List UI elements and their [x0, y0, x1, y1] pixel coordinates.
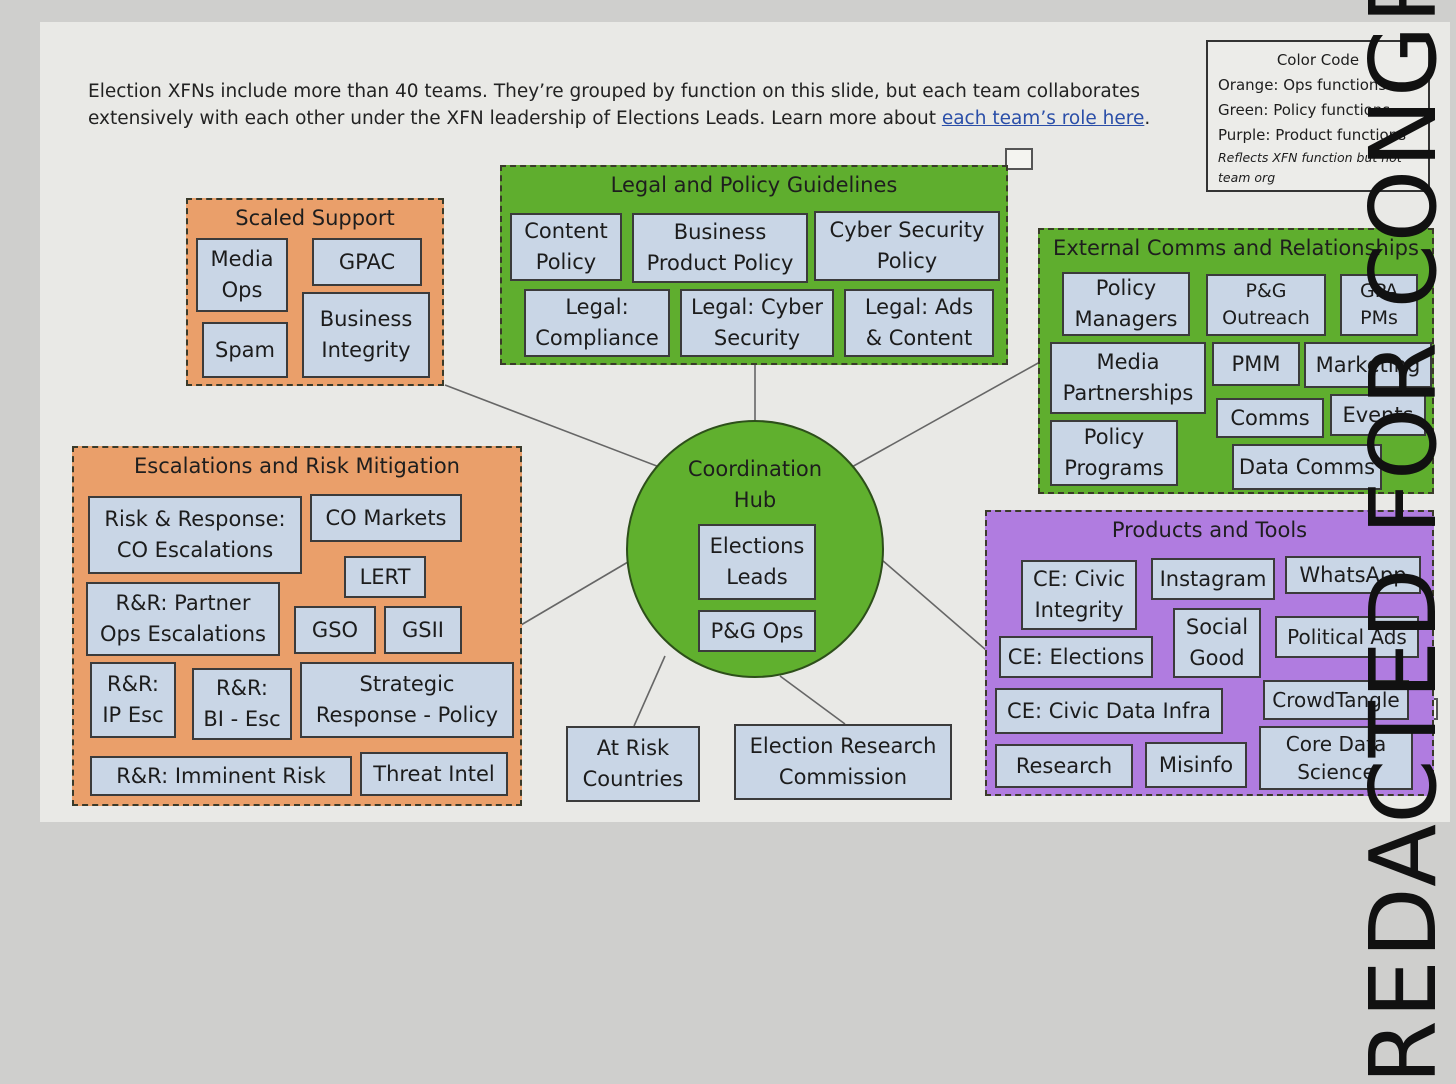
team-box[interactable]: Risk & Response: CO Escalations [88, 496, 302, 574]
team-box[interactable]: P&G Outreach [1206, 274, 1326, 336]
team-box-election-research[interactable]: Election Research Commission [734, 724, 952, 800]
group-title: Products and Tools [1111, 518, 1308, 542]
group-title: Scaled Support [235, 206, 395, 230]
team-box[interactable]: Data Comms [1232, 444, 1382, 490]
team-box[interactable]: Spam [202, 322, 288, 378]
group-external-comms: External Comms and Relationships Policy … [1038, 228, 1434, 494]
comment-icon[interactable] [1005, 148, 1033, 170]
team-box[interactable]: R&R: Imminent Risk [90, 756, 352, 796]
team-box[interactable]: Strategic Response - Policy [300, 662, 514, 738]
team-box[interactable]: Elections Leads [698, 524, 816, 600]
redaction-stamp: REDACTED FOR CONGRESS [1351, 0, 1456, 1084]
connector-lines [444, 361, 1041, 727]
team-box[interactable]: R&R: Partner Ops Escalations [86, 582, 280, 656]
team-box[interactable]: Misinfo [1145, 742, 1247, 788]
team-box[interactable]: Research [995, 744, 1133, 788]
team-box[interactable]: CE: Elections [999, 636, 1153, 678]
team-box[interactable]: Events [1330, 394, 1426, 436]
team-box[interactable]: Business Product Policy [632, 213, 808, 283]
group-products-tools: Products and Tools CE: Civic Integrity I… [985, 510, 1434, 796]
connector-scaled-support [444, 384, 663, 469]
team-box[interactable]: Legal: Cyber Security [680, 289, 834, 357]
group-title: Legal and Policy Guidelines [610, 173, 898, 197]
team-box[interactable]: GPAC [312, 238, 422, 286]
group-title: External Comms and Relationships [1053, 236, 1419, 260]
team-box[interactable]: CE: Civic Data Infra [995, 688, 1223, 734]
team-box[interactable]: Policy Programs [1050, 420, 1178, 486]
intro-text: Election XFNs include more than 40 teams… [88, 78, 1198, 132]
legend-title: Color Code [1276, 51, 1360, 69]
group-title: Escalations and Risk Mitigation [133, 454, 460, 478]
team-box[interactable]: PMM [1212, 342, 1300, 386]
team-box[interactable]: P&G Ops [698, 610, 816, 652]
connector-products-tools [881, 559, 987, 651]
team-box[interactable]: Social Good [1173, 608, 1261, 678]
team-box[interactable]: Political Ads [1275, 616, 1419, 658]
connector-escalations [520, 561, 629, 626]
legend-purple: Purple: Product functions [1218, 126, 1407, 144]
team-box[interactable]: CrowdTangle [1263, 680, 1409, 720]
team-box[interactable]: Business Integrity [302, 292, 430, 378]
coordination-hub: Coordination Hub Elections Leads P&G Ops [626, 420, 884, 678]
team-box[interactable]: Media Ops [196, 238, 288, 312]
team-box[interactable]: Cyber Security Policy [814, 211, 1000, 281]
intro-body: Election XFNs include more than 40 teams… [88, 81, 1140, 129]
team-box[interactable]: GSII [384, 606, 462, 654]
legend-note: Reflects XFN function but not team org [1218, 150, 1402, 185]
hub-title: Coordination Hub [687, 457, 823, 512]
team-box[interactable]: LERT [344, 556, 426, 598]
team-box[interactable]: Comms [1216, 398, 1324, 438]
team-box[interactable]: WhatsApp [1285, 556, 1421, 594]
legend-green: Green: Policy functions [1218, 101, 1391, 119]
team-box[interactable]: Marketing [1304, 342, 1432, 388]
team-box[interactable]: CO Markets [310, 494, 462, 542]
legend-orange: Orange: Ops functions [1218, 76, 1387, 94]
connector-at-risk [633, 655, 666, 727]
group-escalations: Escalations and Risk Mitigation Risk & R… [72, 446, 522, 806]
team-box[interactable]: Instagram [1151, 558, 1275, 600]
team-box[interactable]: Core Data Science [1259, 726, 1413, 790]
connector-election-research [779, 675, 846, 725]
team-box[interactable]: GPA PMs [1340, 274, 1418, 336]
team-box[interactable]: R&R: IP Esc [90, 662, 176, 738]
group-legal-policy: Legal and Policy Guidelines Content Poli… [500, 165, 1008, 365]
team-box-at-risk-countries[interactable]: At Risk Countries [566, 726, 700, 802]
team-box[interactable]: CE: Civic Integrity [1021, 560, 1137, 630]
team-box[interactable]: Threat Intel [360, 752, 508, 796]
team-box[interactable]: Media Partnerships [1050, 342, 1206, 414]
team-role-link[interactable]: each team’s role here [941, 108, 1145, 129]
group-scaled-support: Scaled Support Media Ops GPAC Spam Busin… [186, 198, 444, 386]
intro-period: . [1144, 108, 1151, 129]
redaction-stamp-text: REDACTED FOR CONGRESS [1350, 0, 1456, 1084]
color-code-legend: Color Code Orange: Ops functions Green: … [1206, 40, 1430, 192]
team-box[interactable]: R&R: BI - Esc [192, 668, 292, 740]
team-box[interactable]: GSO [294, 606, 376, 654]
team-box[interactable]: Policy Managers [1062, 272, 1190, 336]
connector-external-comms [849, 361, 1041, 469]
team-box[interactable]: Legal: Ads & Content [844, 289, 994, 357]
team-box[interactable]: Content Policy [510, 213, 622, 281]
team-box[interactable]: Legal: Compliance [524, 289, 670, 357]
